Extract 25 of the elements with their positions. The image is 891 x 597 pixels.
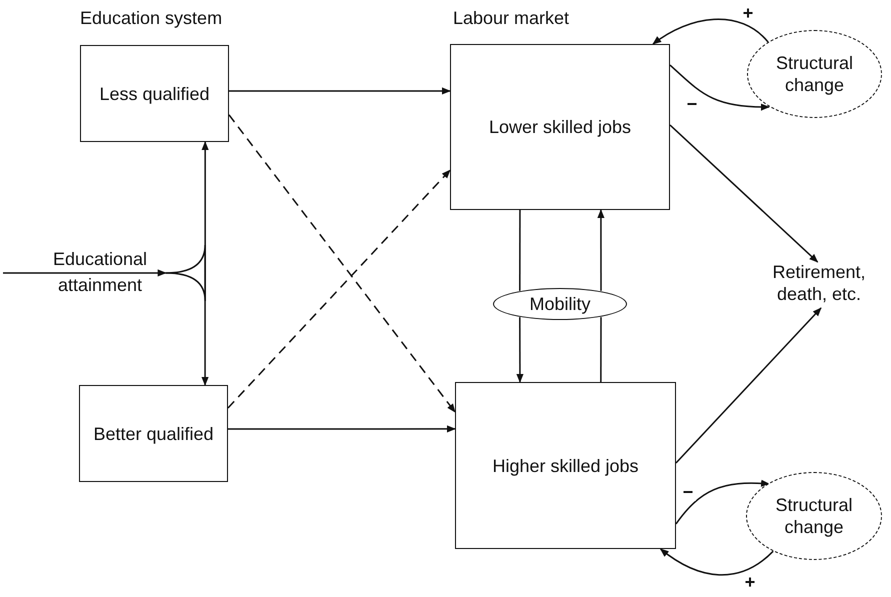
node-text: Educational attainment <box>52 248 148 297</box>
process-box: Higher skilled jobs <box>455 382 676 549</box>
arrow <box>670 64 770 111</box>
arrow <box>228 425 456 433</box>
node-text: Retirement, death, etc. <box>771 261 867 305</box>
arrow <box>516 317 524 383</box>
dashed-ellipse-node: Structural change <box>746 472 882 560</box>
group-heading: Education system <box>80 8 222 29</box>
arrow <box>675 480 770 524</box>
arrow <box>660 548 774 576</box>
process-box: Better qualified <box>79 385 228 482</box>
arrow <box>652 18 769 45</box>
process-box: Less qualified <box>80 45 229 142</box>
dashed-ellipse-node: Structural change <box>747 30 882 118</box>
dashed-arrow <box>227 170 451 408</box>
arrow <box>675 307 822 464</box>
ellipse-node: Mobility <box>493 288 627 320</box>
group-heading: Labour market <box>453 8 570 29</box>
arrow <box>166 244 209 386</box>
arrow <box>229 87 451 95</box>
dashed-arrow <box>228 114 456 413</box>
process-box: Lower skilled jobs <box>450 44 670 210</box>
arrow <box>3 269 167 277</box>
arrow <box>670 124 818 263</box>
arrow <box>597 209 605 291</box>
